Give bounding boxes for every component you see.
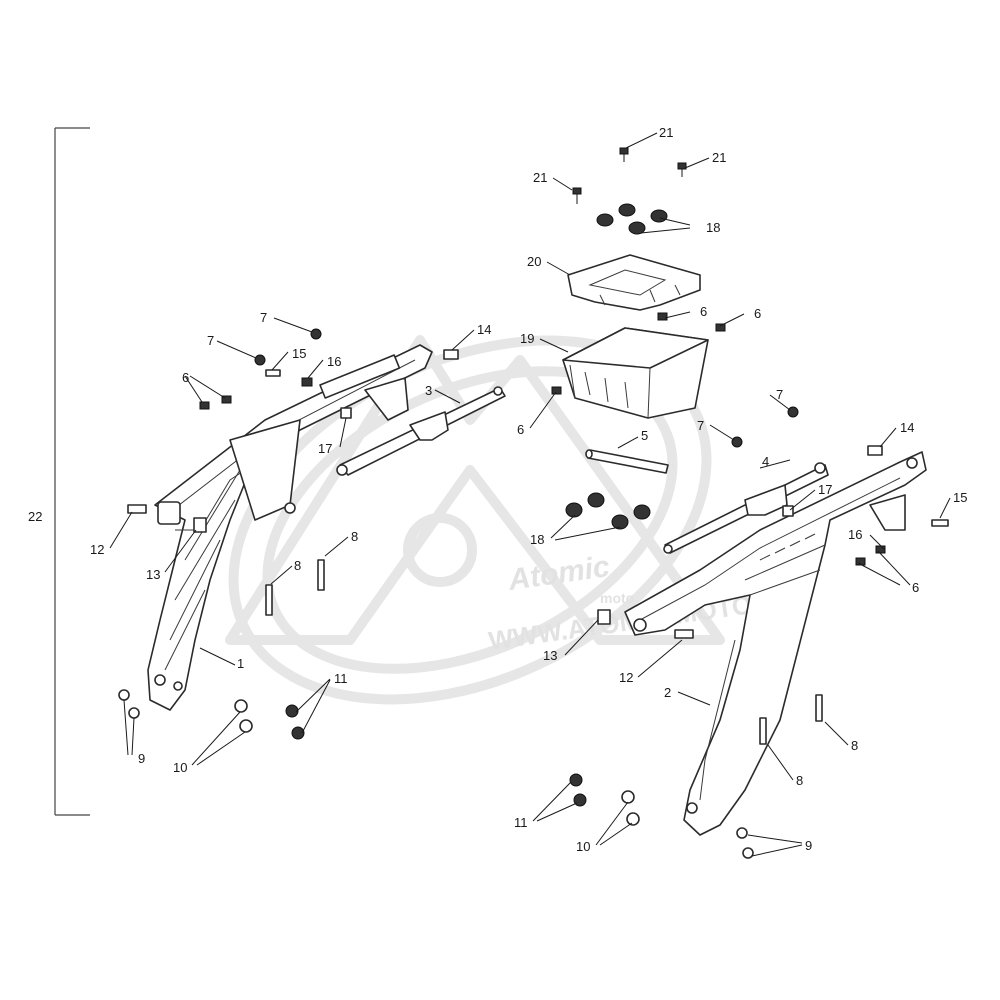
- callout-22: 22: [28, 509, 42, 524]
- callout-8c: 8: [851, 738, 858, 753]
- callout-21a: 21: [659, 125, 673, 140]
- callout-16a: 16: [327, 354, 341, 369]
- callout-14b: 14: [900, 420, 914, 435]
- callout-18b: 18: [530, 532, 544, 547]
- part-3-rail: [336, 386, 506, 476]
- part-20-cover: [567, 254, 701, 311]
- leader-lines: [109, 132, 951, 857]
- callout-3: 3: [425, 383, 432, 398]
- callout-12b: 12: [619, 670, 633, 685]
- callout-7d: 7: [697, 418, 704, 433]
- callout-9a: 9: [138, 751, 145, 766]
- part-19-tray: [562, 327, 709, 419]
- callout-2: 2: [664, 685, 671, 700]
- part-18-bottom-grommets: [565, 492, 651, 530]
- callout-13a: 13: [146, 567, 160, 582]
- part-18-top-grommets: [596, 203, 668, 235]
- callout-17a: 17: [318, 441, 332, 456]
- watermark-logo-sub: moto: [600, 590, 634, 606]
- callout-11a: 11: [334, 671, 348, 686]
- callout-18a: 18: [706, 220, 720, 235]
- callout-6a: 6: [182, 370, 189, 385]
- callout-1: 1: [237, 656, 244, 671]
- callout-21c: 21: [533, 170, 547, 185]
- left-subframe: [147, 344, 433, 711]
- callout-6b: 6: [700, 304, 707, 319]
- callout-17b: 17: [818, 482, 832, 497]
- callout-21b: 21: [712, 150, 726, 165]
- callout-19: 19: [520, 331, 534, 346]
- callout-6e: 6: [912, 580, 919, 595]
- callout-12a: 12: [90, 542, 104, 557]
- callout-15a: 15: [292, 346, 306, 361]
- callout-13b: 13: [543, 648, 557, 663]
- callout-6c: 6: [754, 306, 761, 321]
- callout-7b: 7: [207, 333, 214, 348]
- part-5-rod: [585, 449, 669, 474]
- callout-15b: 15: [953, 490, 967, 505]
- callout-8b: 8: [294, 558, 301, 573]
- callout-20: 20: [527, 254, 541, 269]
- callout-14a: 14: [477, 322, 491, 337]
- callout-5: 5: [641, 428, 648, 443]
- callout-7a: 7: [260, 310, 267, 325]
- callout-4: 4: [762, 454, 769, 469]
- callout-11b: 11: [514, 815, 528, 830]
- callout-10b: 10: [576, 839, 590, 854]
- callout-16b: 16: [848, 527, 862, 542]
- callout-labels: 1 2 3 4 5 6 6 6 6 6 7 7 7 7 8 8 8 8 9 9 …: [90, 125, 967, 854]
- callout-8d: 8: [796, 773, 803, 788]
- callout-8a: 8: [351, 529, 358, 544]
- callout-10a: 10: [173, 760, 187, 775]
- callout-6d: 6: [517, 422, 524, 437]
- assembly-bracket: 22: [28, 127, 90, 816]
- right-subframe: [624, 451, 927, 836]
- callout-7c: 7: [776, 387, 783, 402]
- part-4-rail: [663, 462, 829, 554]
- callout-9b: 9: [805, 838, 812, 853]
